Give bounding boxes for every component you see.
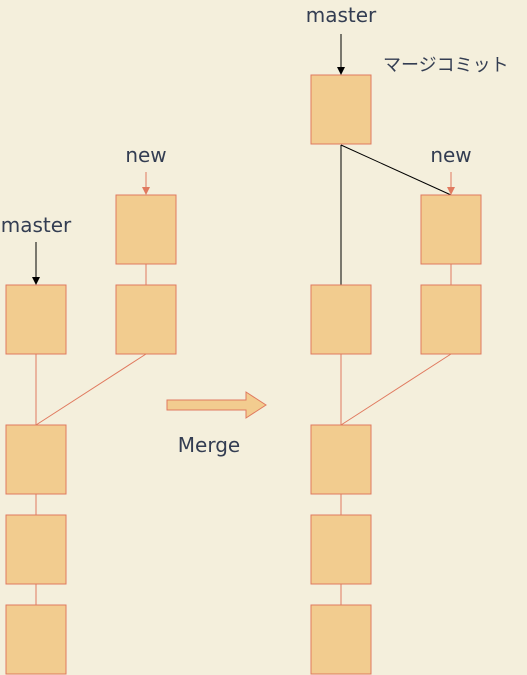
commit-branch-base [310,424,372,495]
label-merge-commit: マージコミット [383,55,509,76]
after-merge-graph: master new マージコミット [306,3,509,675]
label-new-pointer: new [125,143,166,167]
edge-branch-point [340,353,452,426]
before-merge-graph: master new [1,143,177,675]
edge-merge-parent-new [340,144,452,196]
label-master-pointer: master [306,3,377,27]
merge-arrow-icon [166,391,267,419]
merge-transition: Merge [166,391,267,457]
label-new-pointer: new [430,143,471,167]
commit-master [5,604,67,675]
commit-master [310,604,372,675]
commit-new [420,284,482,355]
commit-new-head [420,194,482,265]
edge-branch-point [35,353,147,426]
commit-merge [310,74,372,145]
commit-new-head [115,194,177,265]
label-merge-action: Merge [178,433,240,457]
commit-branch-base [5,424,67,495]
commit-new [115,284,177,355]
commit-master [5,514,67,585]
label-master-pointer: master [1,213,72,237]
commit-master [310,284,372,355]
commit-master [310,514,372,585]
commit-master-head [5,284,67,355]
